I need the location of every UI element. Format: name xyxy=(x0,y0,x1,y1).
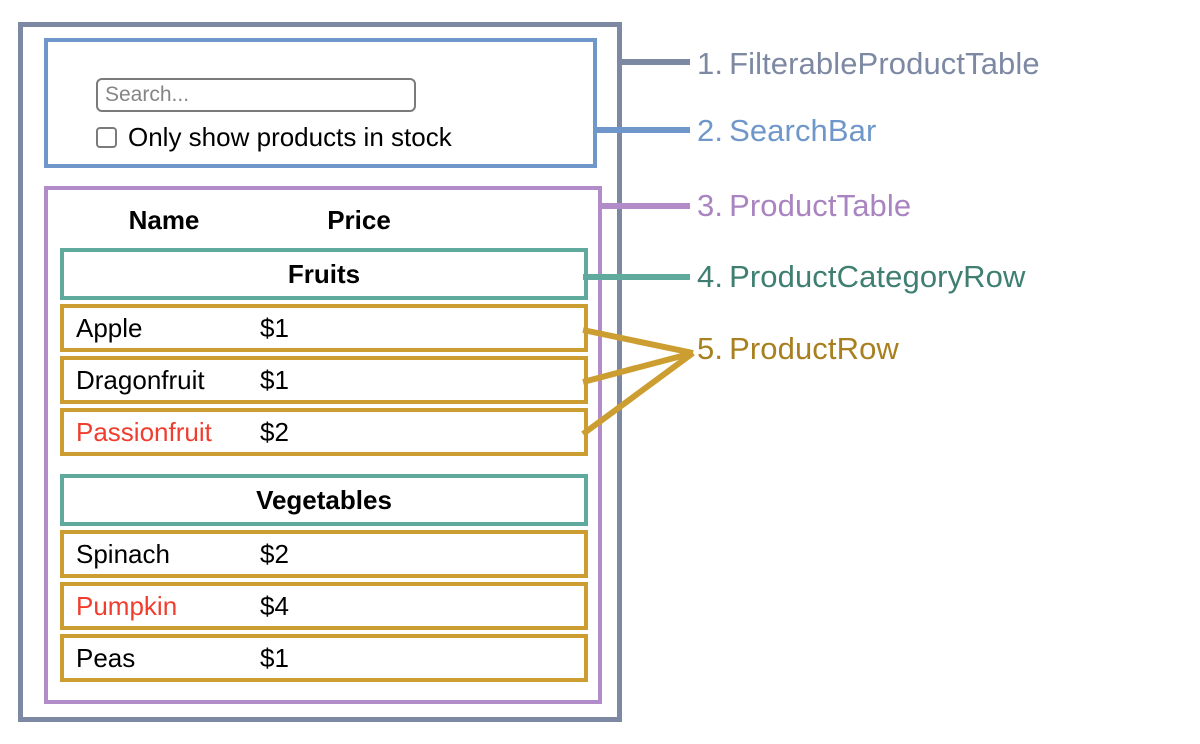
legend-item-product-category-row: 4.ProductCategoryRow xyxy=(697,259,1026,295)
product-row-apple[interactable]: Apple $1 xyxy=(60,304,588,352)
legend-label: FilterableProductTable xyxy=(729,46,1040,81)
product-price: $1 xyxy=(260,312,289,343)
legend-number: 5. xyxy=(697,331,724,366)
legend-label: ProductTable xyxy=(729,188,912,223)
product-name: Apple xyxy=(76,312,143,343)
product-name: Spinach xyxy=(76,538,170,569)
product-name: Dragonfruit xyxy=(76,364,205,395)
product-price: $1 xyxy=(260,364,289,395)
product-name: Peas xyxy=(76,642,136,673)
product-price: $2 xyxy=(260,538,289,569)
product-price: $2 xyxy=(260,416,289,447)
product-table: Name Price Fruits Apple $1 Dragonfruit $… xyxy=(44,186,602,704)
product-category-row-fruits: Fruits xyxy=(60,248,588,300)
legend-number: 1. xyxy=(697,46,724,81)
product-row-dragonfruit[interactable]: Dragonfruit $1 xyxy=(60,356,588,404)
product-price: $4 xyxy=(260,590,289,621)
product-row-passionfruit[interactable]: Passionfruit $2 xyxy=(60,408,588,456)
product-row-spinach[interactable]: Spinach $2 xyxy=(60,530,588,578)
product-rows-container: Fruits Apple $1 Dragonfruit $1 Passionfr… xyxy=(60,248,588,686)
legend-item-search-bar: 2.SearchBar xyxy=(697,113,876,149)
legend-label: ProductCategoryRow xyxy=(729,259,1026,294)
product-row-pumpkin[interactable]: Pumpkin $4 xyxy=(60,582,588,630)
table-header-row: Name Price xyxy=(64,198,584,242)
category-label: Vegetables xyxy=(256,484,392,515)
product-category-row-vegetables: Vegetables xyxy=(60,474,588,526)
search-bar: Only show products in stock xyxy=(44,38,597,168)
only-in-stock-checkbox[interactable] xyxy=(96,126,117,148)
only-in-stock-label: Only show products in stock xyxy=(128,122,452,152)
legend-number: 2. xyxy=(697,113,724,148)
legend-number: 3. xyxy=(697,188,724,223)
search-input[interactable] xyxy=(96,78,416,112)
product-price: $1 xyxy=(260,642,289,673)
legend-item-product-table: 3.ProductTable xyxy=(697,188,911,224)
column-header-price: Price xyxy=(327,204,391,235)
legend-label: SearchBar xyxy=(729,113,877,148)
product-name: Passionfruit xyxy=(76,416,212,447)
product-row-peas[interactable]: Peas $1 xyxy=(60,634,588,682)
category-label: Fruits xyxy=(287,258,361,289)
product-name: Pumpkin xyxy=(76,590,178,621)
legend-label: ProductRow xyxy=(729,331,899,366)
column-header-name: Name xyxy=(128,204,200,235)
only-in-stock-row[interactable]: Only show products in stock xyxy=(96,124,452,150)
legend-item-product-row: 5.ProductRow xyxy=(697,331,899,367)
legend-number: 4. xyxy=(697,259,724,294)
legend-item-filterable-product-table: 1.FilterableProductTable xyxy=(697,46,1040,82)
